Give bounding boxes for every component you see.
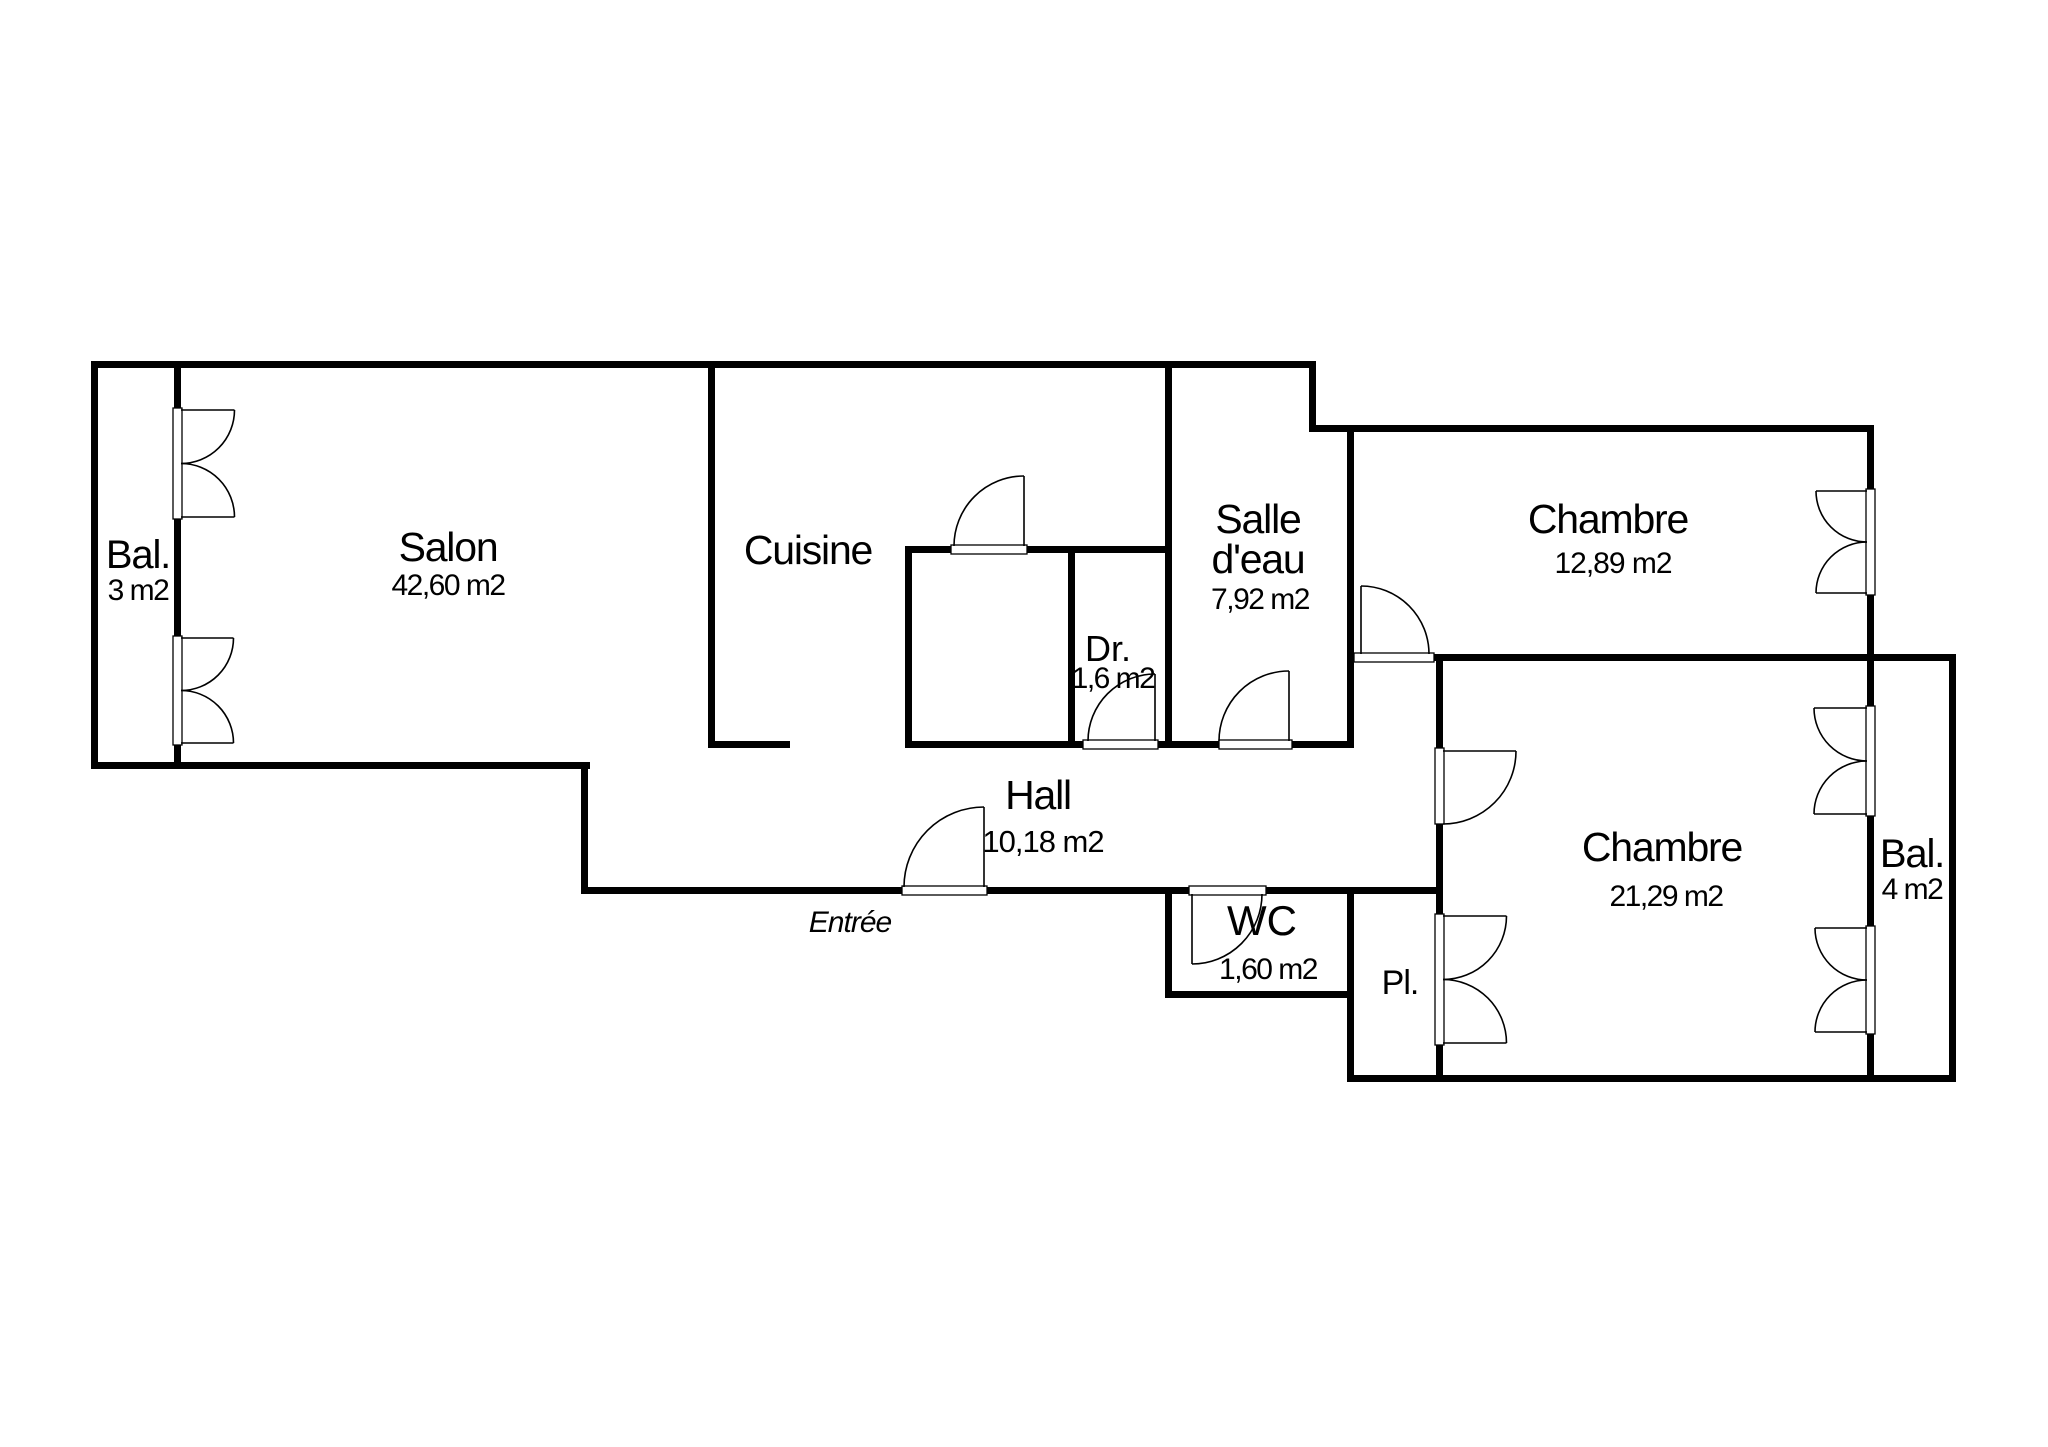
svg-text:Chambre: Chambre (1582, 824, 1742, 870)
svg-text:Cuisine: Cuisine (744, 527, 872, 573)
svg-text:WC: WC (1227, 897, 1297, 944)
svg-text:Hall: Hall (1005, 772, 1071, 818)
svg-text:d'eau: d'eau (1211, 536, 1304, 582)
svg-text:Salon: Salon (399, 524, 498, 570)
svg-text:Chambre: Chambre (1528, 496, 1688, 542)
svg-text:10,18 m2: 10,18 m2 (982, 824, 1103, 859)
svg-text:1,60 m2: 1,60 m2 (1219, 953, 1318, 986)
svg-text:1,6 m2: 1,6 m2 (1072, 662, 1156, 695)
svg-text:21,29 m2: 21,29 m2 (1609, 880, 1723, 913)
svg-text:42,60 m2: 42,60 m2 (391, 569, 505, 602)
svg-text:Entrée: Entrée (809, 906, 892, 939)
svg-text:Bal.: Bal. (106, 533, 170, 577)
svg-text:7,92 m2: 7,92 m2 (1211, 583, 1310, 616)
svg-text:Pl.: Pl. (1382, 964, 1419, 1002)
svg-text:Bal.: Bal. (1880, 832, 1944, 876)
svg-text:Dr.: Dr. (1085, 628, 1131, 669)
svg-text:12,89 m2: 12,89 m2 (1554, 547, 1671, 580)
svg-text:Salle: Salle (1215, 496, 1300, 542)
svg-text:3 m2: 3 m2 (108, 574, 170, 607)
svg-text:4 m2: 4 m2 (1882, 873, 1944, 906)
